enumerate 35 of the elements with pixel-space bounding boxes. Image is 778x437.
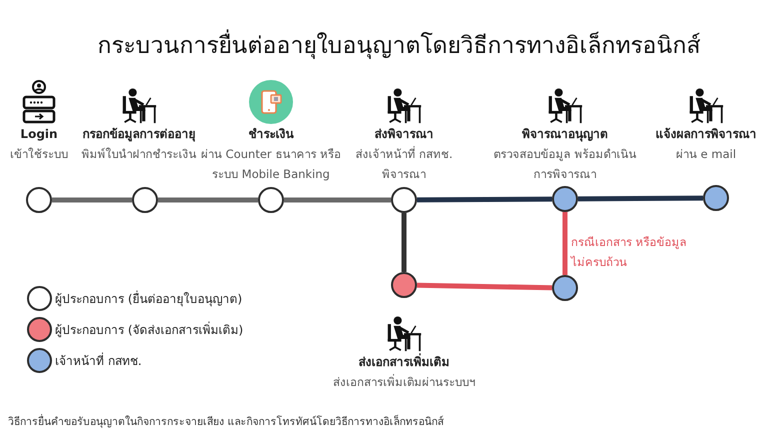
step-description: ส่งเจ้าหน้าที่ กสทช. พิจารณา bbox=[354, 145, 454, 183]
timeline-circle bbox=[391, 272, 417, 298]
step-description: ส่งเอกสารเพิ่มเติมผ่านระบบฯ bbox=[333, 373, 475, 391]
connector-line bbox=[52, 198, 132, 202]
connector-line bbox=[578, 196, 704, 202]
step-title: Login bbox=[20, 126, 58, 143]
timeline-circle bbox=[552, 186, 578, 212]
timeline-circle bbox=[552, 275, 578, 301]
step-description: ผ่าน e mail bbox=[676, 146, 736, 163]
step-description: พิมพ์ใบนำฝากชำระเงิน bbox=[82, 146, 196, 163]
connector-line bbox=[562, 212, 568, 275]
connector-line bbox=[402, 213, 406, 272]
step-title: กรอกข้อมูลการต่ออายุ bbox=[82, 126, 196, 144]
step-title: แจ้งผลการพิจารณา bbox=[656, 126, 756, 143]
timeline-circle bbox=[258, 187, 284, 213]
legend-label: เจ้าหน้าที่ กสทช. bbox=[55, 352, 142, 370]
timeline-circle bbox=[132, 187, 158, 213]
step-title: ส่งเอกสารเพิ่มเติม bbox=[358, 352, 450, 371]
timeline-circle bbox=[391, 187, 417, 213]
caption-text: วิธีการยื่นคำขอรับอนุญาตในกิจการกระจายเสียง และกิจการโทรทัศน์โดยวิธีการทางอิเล็กทรอนิกส์ bbox=[8, 413, 444, 430]
step-description: ผ่าน Counter ธนาคาร หรือ ระบบ Mobile Banking bbox=[200, 146, 342, 183]
connector-line bbox=[158, 198, 258, 202]
step-description: เข้าใช้ระบบ bbox=[10, 146, 68, 163]
step-title: ส่งพิจารณา bbox=[374, 126, 434, 143]
legend-label: ผู้ประกอบการ (ยื่นต่ออายุใบอนุญาต) bbox=[55, 290, 242, 308]
step-title: ชำระเงิน bbox=[248, 126, 294, 143]
timeline-circle bbox=[703, 185, 729, 211]
diagram-title: กระบวนการยื่นต่ออายุใบอนุญาตโดยวิธีการทางอิเล็กทรอนิกส์ bbox=[60, 30, 738, 62]
legend-label: ผู้ประกอบการ (จัดส่งเอกสารเพิ่มเติม) bbox=[55, 320, 244, 338]
connector-line bbox=[284, 198, 391, 202]
step-description: ตรวจสอบข้อมูล พร้อมดำเนินการพิจารณา bbox=[492, 146, 638, 183]
connector-line bbox=[416, 196, 552, 202]
timeline-circle bbox=[26, 187, 52, 213]
connector-line bbox=[416, 282, 552, 290]
step-title: พิจารณาอนุญาต bbox=[522, 126, 608, 144]
